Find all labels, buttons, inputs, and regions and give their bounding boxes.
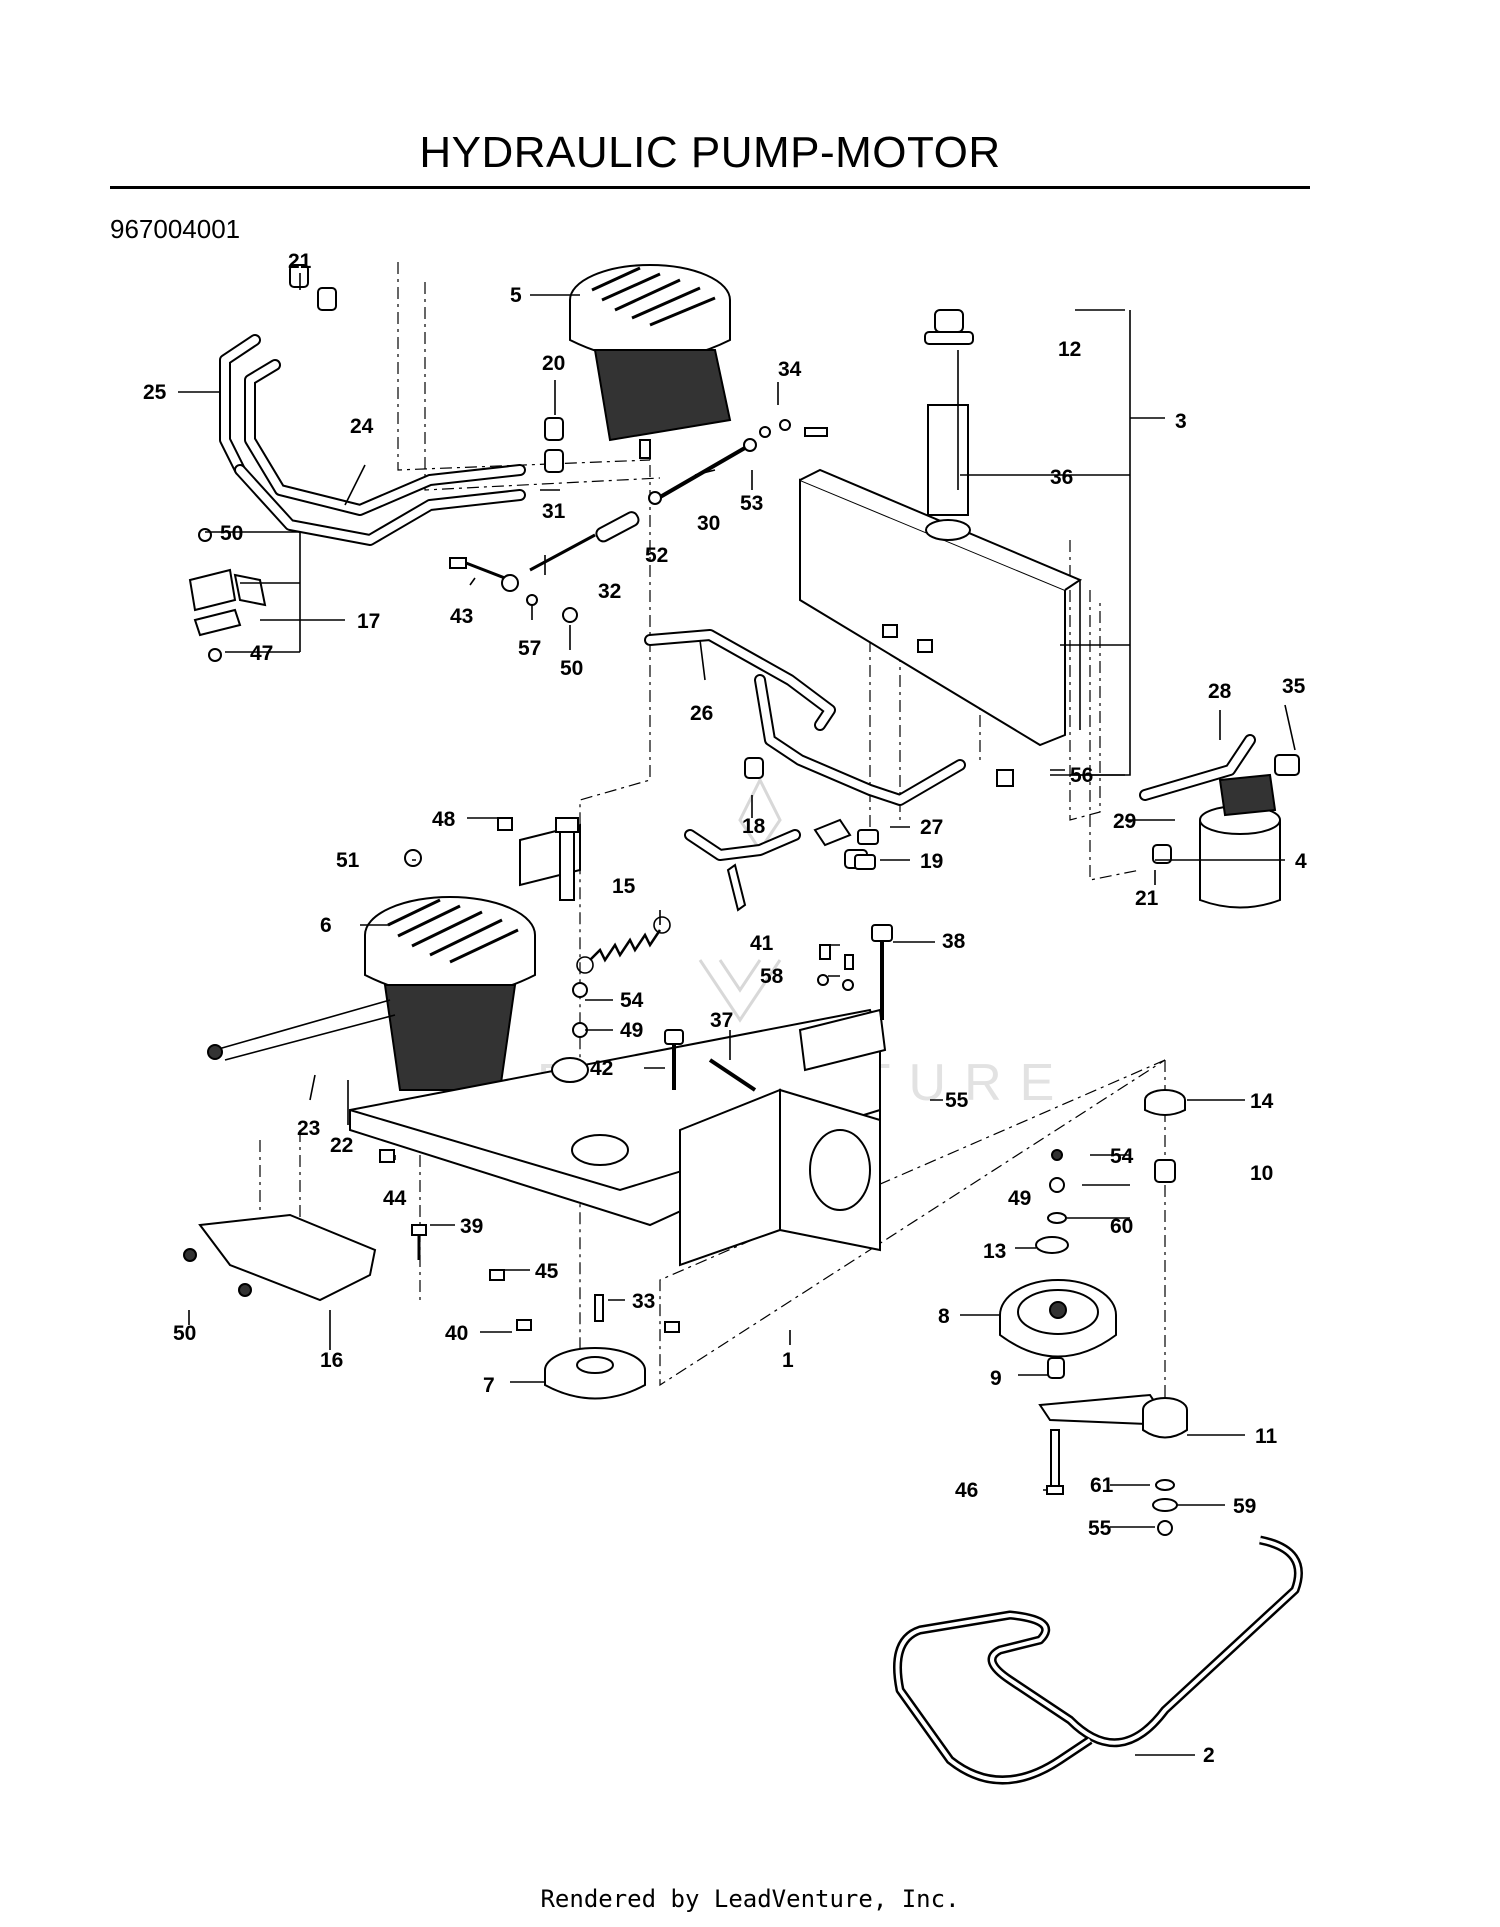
callout-52: 52: [645, 544, 668, 567]
callout-10: 10: [1250, 1162, 1273, 1185]
callout-6: 6: [320, 914, 332, 937]
callout-45: 45: [535, 1260, 559, 1283]
bolts-upper-frame: [404, 817, 893, 1092]
callout-32: 32: [598, 580, 621, 603]
callout-43: 43: [450, 605, 473, 628]
callout-39: 39: [460, 1215, 483, 1238]
callout-24: 24: [350, 415, 374, 438]
drive-belt-2: [893, 1535, 1303, 1785]
linkage-rods-30-32: [529, 419, 828, 572]
callout-28: 28: [1208, 680, 1232, 703]
callout-37: 37: [710, 1009, 733, 1032]
callout-49b: 49: [1008, 1187, 1031, 1210]
callout-56: 56: [1070, 764, 1093, 787]
callout-25: 25: [143, 381, 167, 404]
page-title: HYDRAULIC PUMP-MOTOR: [419, 128, 1001, 177]
callout-55a: 55: [945, 1089, 969, 1112]
callout-14: 14: [1250, 1090, 1274, 1113]
callout-2: 2: [1203, 1744, 1215, 1767]
callout-50a: 50: [220, 522, 243, 545]
callout-12: 12: [1058, 338, 1081, 361]
callout-29: 29: [1113, 810, 1136, 833]
callout-20: 20: [542, 352, 565, 375]
render-credit-footer: Rendered by LeadVenture, Inc.: [540, 1885, 960, 1913]
callout-61: 61: [1090, 1474, 1114, 1497]
callout-18: 18: [742, 815, 766, 838]
callout-3: 3: [1175, 410, 1187, 433]
pulley-7: [544, 1347, 646, 1400]
callout-1: 1: [782, 1349, 794, 1372]
callout-49a: 49: [620, 1019, 643, 1042]
frame-1: [349, 817, 887, 1267]
exploded-parts-diagram: LEADVENTURE: [143, 250, 1307, 1785]
callout-15: 15: [612, 875, 636, 898]
callout-labels: 21 5 25 20 34 12 3 24 36 53 31 30 50 52 …: [143, 250, 1307, 1767]
idler-stack: [999, 1089, 1186, 1379]
idler-arm-11: [1038, 1393, 1188, 1536]
title-divider: [110, 186, 1310, 189]
callout-23: 23: [297, 1117, 320, 1140]
reservoir-tank: [799, 309, 1083, 787]
leader-lines: [178, 273, 1296, 1756]
valve-fittings: [684, 818, 879, 912]
callout-58: 58: [760, 965, 784, 988]
callout-34: 34: [778, 358, 802, 381]
fasteners-lower: [379, 1149, 680, 1333]
spring-15: [576, 916, 671, 974]
callout-21b: 21: [1135, 887, 1159, 910]
guard-16: [183, 1213, 377, 1302]
callout-5: 5: [510, 284, 522, 307]
callout-9: 9: [990, 1367, 1002, 1390]
callout-50c: 50: [173, 1322, 196, 1345]
callout-60: 60: [1110, 1215, 1133, 1238]
callout-35: 35: [1282, 675, 1306, 698]
callout-47: 47: [250, 642, 273, 665]
callout-31: 31: [542, 500, 566, 523]
diagram-part-number: 967004001: [110, 214, 241, 244]
callout-36: 36: [1050, 466, 1073, 489]
callout-40: 40: [445, 1322, 468, 1345]
pump-5: [569, 264, 732, 459]
callout-38: 38: [942, 930, 966, 953]
callout-21a: 21: [288, 250, 312, 273]
callout-50b: 50: [560, 657, 583, 680]
callout-26: 26: [690, 702, 713, 725]
callout-33: 33: [632, 1290, 655, 1313]
hydraulic-tubes-24-25: [219, 264, 564, 546]
callout-57: 57: [518, 637, 541, 660]
callout-44: 44: [383, 1187, 407, 1210]
callout-8: 8: [938, 1305, 950, 1328]
callout-51: 51: [336, 849, 360, 872]
callout-27: 27: [920, 816, 943, 839]
callout-4: 4: [1295, 850, 1307, 873]
callout-55b: 55: [1088, 1517, 1112, 1540]
callout-48: 48: [432, 808, 456, 831]
callout-22: 22: [330, 1134, 353, 1157]
callout-7: 7: [483, 1374, 495, 1397]
fasteners-43-57-50: [449, 557, 578, 623]
callout-54b: 54: [1110, 1145, 1134, 1168]
pump-6: [207, 896, 536, 1091]
callout-41: 41: [750, 932, 774, 955]
filter-4: [1152, 773, 1281, 909]
callout-53: 53: [740, 492, 763, 515]
callout-59: 59: [1233, 1495, 1256, 1518]
callout-42: 42: [590, 1057, 613, 1080]
callout-17: 17: [357, 610, 380, 633]
callout-30: 30: [697, 512, 720, 535]
callout-46: 46: [955, 1479, 978, 1502]
callout-54a: 54: [620, 989, 644, 1012]
callout-11: 11: [1255, 1425, 1278, 1448]
callout-19: 19: [920, 850, 943, 873]
callout-16: 16: [320, 1349, 343, 1372]
callout-13: 13: [983, 1240, 1006, 1263]
